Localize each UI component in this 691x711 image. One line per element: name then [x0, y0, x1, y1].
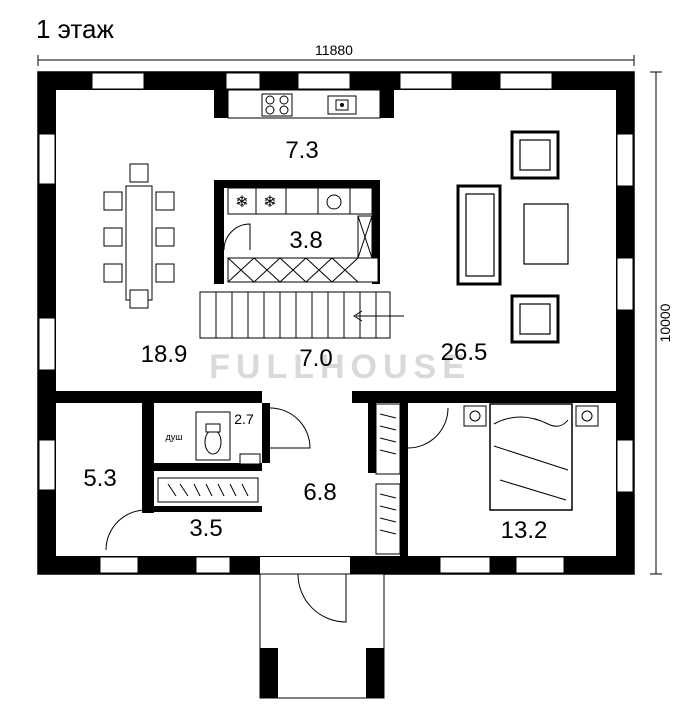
pantry-appliances: ❄ ❄: [223, 187, 379, 283]
height-dimension: [650, 71, 662, 575]
room-kitchen-area: 7.3: [285, 137, 318, 164]
height-dimension-label: 10000: [657, 303, 673, 342]
room-hall-area: 7.0: [299, 345, 332, 372]
entrance-porch: [259, 573, 385, 699]
shower-label: душ: [166, 432, 183, 442]
room-storage-area: 5.3: [83, 465, 116, 492]
bed: [463, 403, 599, 511]
storage-door: [105, 509, 147, 551]
living-furniture: [456, 130, 569, 344]
interior-walls: [56, 90, 616, 556]
room-pantry-area: 3.8: [289, 227, 322, 254]
room-dining-area: 18.9: [141, 341, 188, 368]
kitchen-counter: [227, 89, 381, 119]
width-dimension: [37, 55, 635, 66]
snowflake-icon: ❄: [235, 194, 248, 211]
room-wardrobe-area: 3.5: [189, 515, 222, 542]
room-corridor-area: 6.8: [303, 479, 336, 506]
watermark: FULLHOUSE: [209, 348, 471, 386]
room-living-area: 26.5: [441, 339, 488, 366]
floor-title: 1 этаж: [36, 14, 114, 44]
bedroom-wardrobe: [375, 403, 449, 555]
room-bathroom-area: 2.7: [234, 411, 254, 427]
wardrobe-35: [157, 477, 259, 503]
stairs: [199, 291, 404, 339]
bathroom-fixtures: [195, 407, 311, 465]
snowflake-icon: ❄: [263, 194, 276, 211]
width-dimension-label: 11880: [315, 42, 353, 58]
room-bedroom-area: 13.2: [501, 517, 548, 544]
dining-table: [103, 163, 175, 309]
